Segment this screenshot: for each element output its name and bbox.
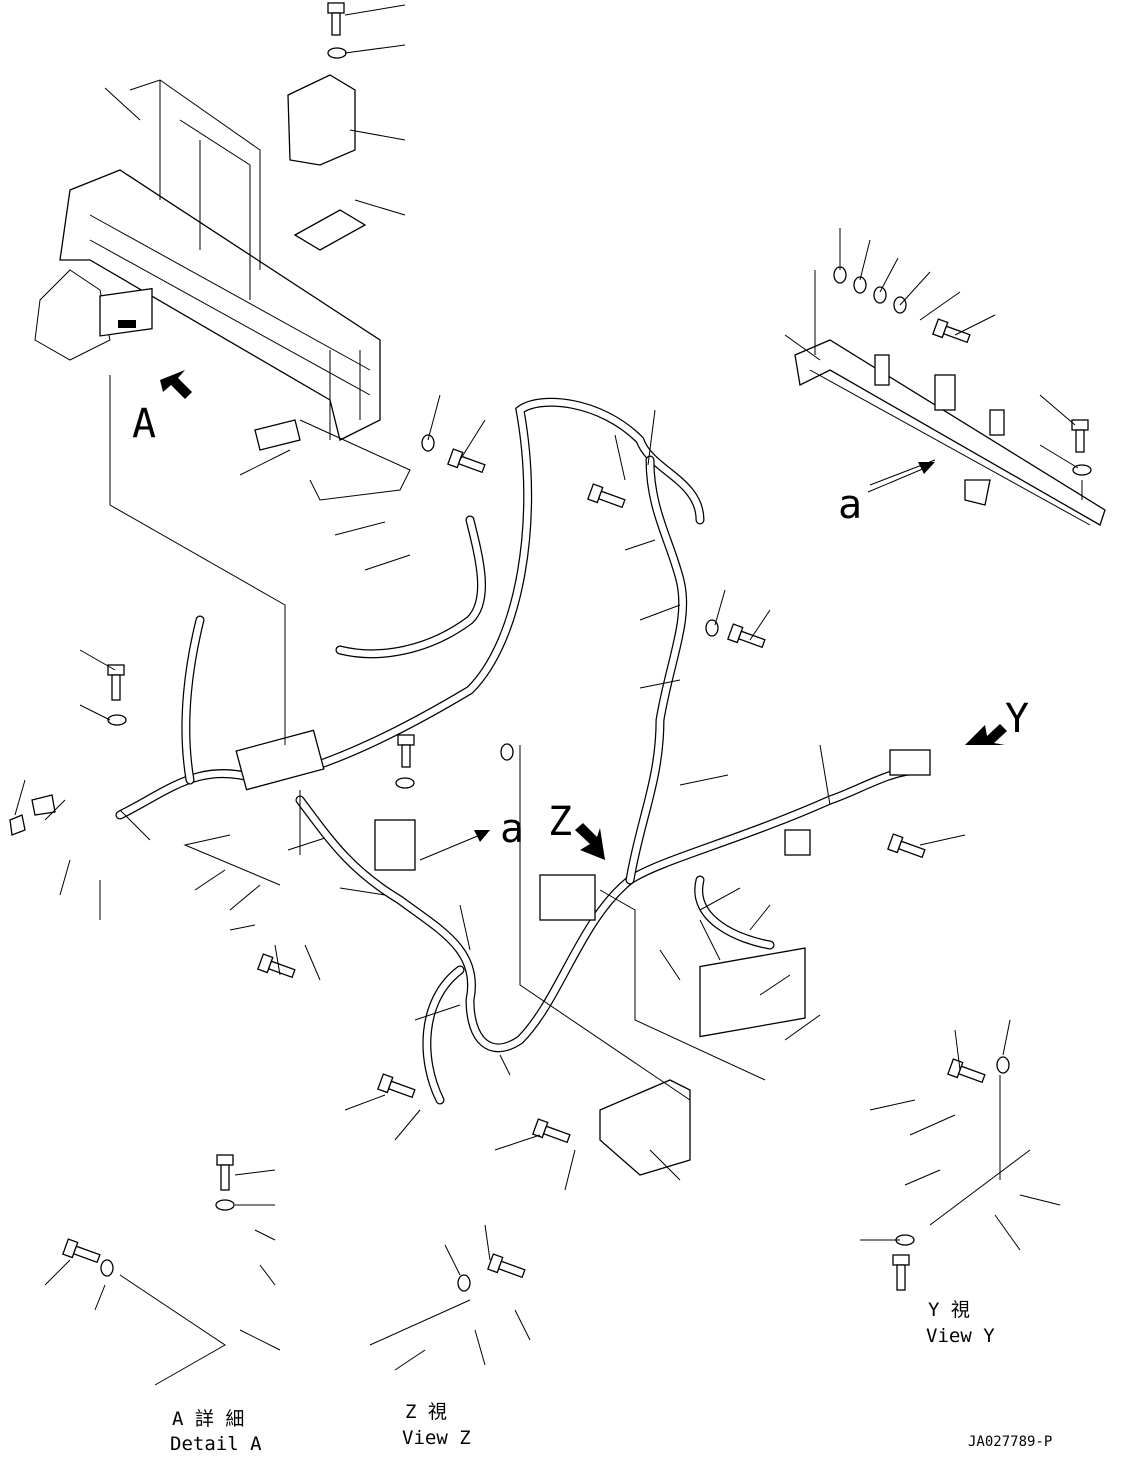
bolt-icon	[377, 1073, 416, 1099]
bolt-icon	[947, 1058, 986, 1084]
cover-bracket	[254, 74, 367, 451]
washer-icon	[996, 1056, 1010, 1074]
view-arrows	[160, 370, 1007, 861]
washer-icon	[395, 777, 415, 789]
view-y-caption-en: View Y	[926, 1325, 995, 1347]
view-y-caption-jp: Y 視	[928, 1299, 970, 1321]
leader-lines	[14, 4, 1083, 1386]
view-z-label: Z	[548, 799, 572, 845]
bolt-icon	[1071, 419, 1089, 453]
bolt-icon	[887, 833, 926, 859]
section-a-label-right: a	[838, 482, 862, 528]
view-y-label: Y	[1005, 696, 1029, 742]
washer-icon	[215, 1199, 235, 1211]
washer-icon	[327, 47, 347, 59]
washer-icon	[421, 434, 435, 452]
washer-icon	[853, 276, 867, 294]
view-z-arrow-icon	[575, 823, 605, 860]
detail-a-caption-jp: A 詳 細	[172, 1408, 244, 1430]
washer-icon	[500, 743, 514, 761]
fasteners	[62, 2, 1092, 1292]
washer-icon	[873, 286, 887, 304]
bolt-icon	[257, 953, 296, 979]
bolt-icon	[62, 1238, 101, 1264]
section-a-label-center: a	[500, 806, 524, 852]
washer-icon	[457, 1274, 471, 1292]
bolt-icon	[216, 1154, 234, 1191]
view-y-arrow-icon	[965, 724, 1007, 745]
detail-a-label: A	[132, 401, 156, 447]
bolt-icon	[932, 318, 971, 344]
bolt-icon	[892, 1254, 910, 1291]
bolt-icon	[532, 1118, 571, 1144]
view-z-caption-en: View Z	[402, 1427, 471, 1449]
washer-icon	[100, 1259, 114, 1277]
view-z-caption-jp: Z 視	[405, 1401, 447, 1423]
detail-a-arrow-icon	[160, 370, 192, 399]
bolt-icon	[397, 734, 415, 768]
detail-a-caption-en: Detail A	[170, 1433, 262, 1455]
connectors	[9, 729, 931, 1176]
bolt-icon	[107, 664, 125, 701]
drawing-number: JA027789-P	[968, 1434, 1052, 1450]
bolt-icon	[487, 1253, 526, 1279]
washer-icon	[107, 714, 127, 726]
frame-assembly	[34, 79, 411, 501]
bolt-icon	[587, 483, 626, 509]
bolt-icon	[727, 623, 766, 649]
rail-assembly	[794, 339, 1106, 526]
bolt-icon	[447, 448, 486, 474]
bolt-icon	[327, 2, 345, 36]
